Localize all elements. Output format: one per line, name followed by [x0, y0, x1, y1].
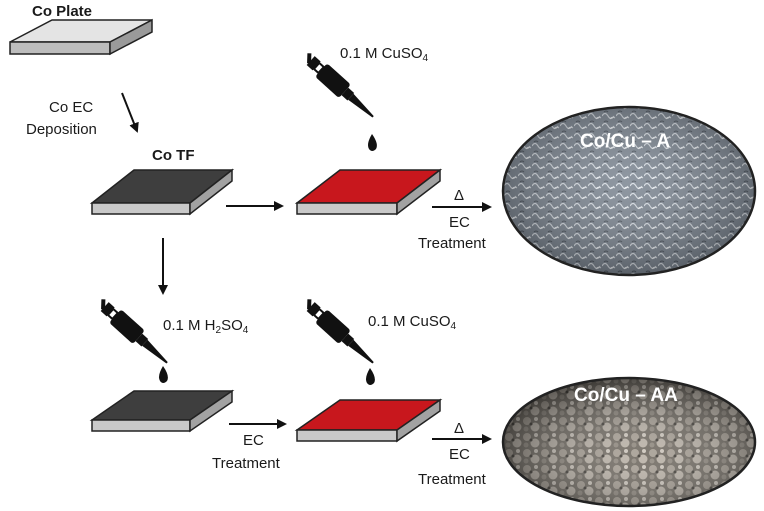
co-tf-plate-bottom	[89, 389, 235, 433]
sem-bottom-label: Co/Cu – AA	[574, 385, 678, 406]
treatment-top: Treatment	[418, 235, 487, 252]
reagent-h2so4: 0.1 M H2SO4	[163, 317, 249, 336]
co-plate-side	[109, 18, 153, 56]
drop-icon-3	[366, 368, 375, 385]
co-plate-label: Co Plate	[32, 3, 92, 20]
drop-icon	[368, 134, 377, 151]
reagent-cuso4-top: 0.1 M CuSO4	[340, 45, 429, 64]
reagent-cuso4-bottom: 0.1 M CuSO4	[368, 313, 457, 332]
co-ec-deposition-line2: Deposition	[26, 121, 97, 138]
ec-bottom: EC	[449, 446, 470, 463]
delta-bottom: Δ	[454, 420, 464, 437]
pipette-icon-3	[298, 293, 381, 371]
co-tf-plate	[89, 168, 235, 216]
delta-top: Δ	[454, 187, 464, 204]
co-plate-front	[9, 41, 111, 55]
arrow-deposition	[121, 92, 139, 133]
pipette-icon-2	[92, 293, 175, 371]
red-plate-bottom	[294, 398, 443, 443]
ec-top: EC	[449, 214, 470, 231]
co-plate	[9, 18, 153, 56]
sem-image-top	[501, 105, 757, 277]
drop-icon-2	[159, 366, 168, 383]
ec-mid: EC	[243, 432, 264, 449]
sem-image-bottom	[501, 376, 757, 508]
co-tf-label: Co TF	[152, 147, 195, 164]
red-plate-top	[294, 168, 443, 216]
treatment-mid: Treatment	[212, 455, 281, 472]
sem-top-label: Co/Cu – A	[580, 131, 670, 152]
treatment-bottom: Treatment	[418, 471, 487, 488]
co-ec-deposition-line1: Co EC	[49, 99, 93, 116]
